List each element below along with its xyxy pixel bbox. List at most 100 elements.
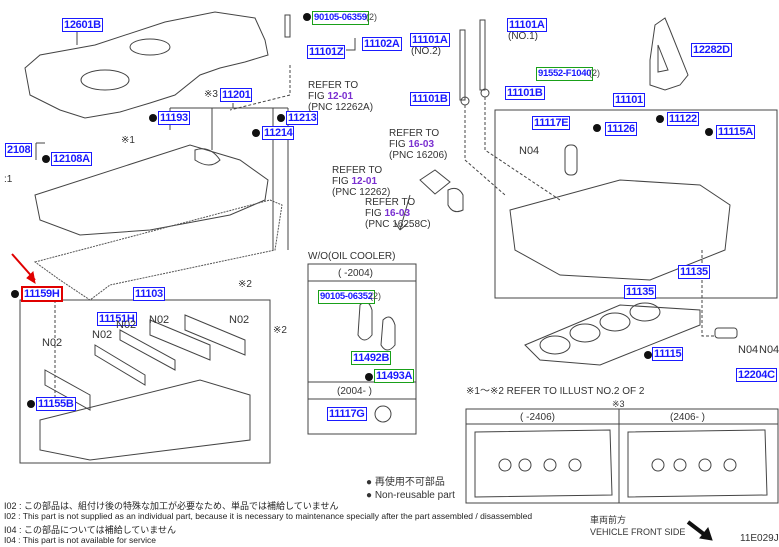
legend-en: ● Non-reusable part bbox=[366, 490, 455, 501]
valve-cover bbox=[34, 144, 269, 236]
note-n02: N02 bbox=[42, 337, 63, 349]
non-reusable-dot bbox=[656, 115, 664, 123]
fig-link[interactable]: 16-03 bbox=[408, 139, 435, 150]
pnc-11122[interactable]: 11122 bbox=[667, 112, 699, 126]
pnc-11126[interactable]: 11126 bbox=[605, 122, 637, 136]
refer-fig-16-03-16206[interactable]: REFER TO FIG 16-03 (PNC 16206) bbox=[389, 128, 447, 161]
non-reusable-dot bbox=[252, 129, 260, 137]
date-range: (2004- ) bbox=[337, 386, 373, 397]
refer-pnc: (PNC 16206) bbox=[389, 150, 448, 161]
pnc-12108A[interactable]: 12108A bbox=[51, 152, 92, 166]
note-n04: N04 bbox=[519, 145, 540, 157]
note-n02: N02 bbox=[92, 329, 113, 341]
pnc-11101Z[interactable]: 11101Z bbox=[307, 45, 346, 59]
pnc-90105-06352[interactable]: 90105-06352 bbox=[318, 290, 375, 304]
refer-label: REFER TO bbox=[332, 165, 383, 176]
refer-illust-note: ※1〜※2 REFER TO ILLUST NO.2 OF 2 bbox=[466, 386, 645, 397]
fig-link[interactable]: 12-01 bbox=[351, 176, 378, 187]
pnc-11214[interactable]: 11214 bbox=[262, 126, 295, 140]
pnc-11155B[interactable]: 11155B bbox=[36, 397, 76, 411]
pnc-12601B[interactable]: 12601B bbox=[62, 18, 103, 32]
refer-fig-16-03-16258C[interactable]: REFER TO FIG 16-03 (PNC 16258C) bbox=[365, 197, 431, 230]
pnc-11213[interactable]: 11213 bbox=[286, 111, 319, 125]
fig-prefix: FIG bbox=[308, 91, 328, 102]
cylinder-head-gasket bbox=[524, 304, 701, 366]
pnc-11115A[interactable]: 11115A bbox=[716, 125, 755, 139]
camshaft-housing bbox=[39, 379, 251, 461]
cylinder-head bbox=[509, 179, 731, 281]
non-reusable-dot bbox=[277, 114, 285, 122]
quantity: (2) bbox=[589, 68, 600, 78]
pnc-11115[interactable]: 11115 bbox=[652, 347, 684, 361]
front-jp: 車両前方 bbox=[590, 515, 627, 525]
pnc-11493A[interactable]: 11493A bbox=[374, 369, 415, 383]
non-reusable-dot bbox=[149, 114, 157, 122]
pnc-11101A-no1[interactable]: 11101A bbox=[507, 18, 547, 32]
non-reusable-dot bbox=[42, 155, 50, 163]
non-reusable-dot bbox=[705, 128, 713, 136]
fig-link[interactable]: 16-03 bbox=[384, 208, 411, 219]
mark-2: ※2 bbox=[273, 325, 287, 336]
pnc-12282D[interactable]: 12282D bbox=[691, 43, 732, 57]
non-reusable-dot bbox=[303, 13, 311, 21]
note-i02-jp: I02 : この部品は、組付け後の特殊な加工が必要なため、単品では補給していませ… bbox=[4, 501, 339, 511]
note-n02: N02 bbox=[116, 319, 137, 331]
pnc-11101B[interactable]: 11101B bbox=[410, 92, 450, 106]
non-reusable-dot bbox=[644, 351, 652, 359]
mark-1: ※1 bbox=[121, 135, 135, 146]
pnc-11492B[interactable]: 11492B bbox=[351, 351, 392, 365]
pnc-11117E[interactable]: 11117E bbox=[532, 116, 571, 130]
fig-prefix: FIG bbox=[332, 176, 352, 187]
non-reusable-dot bbox=[27, 400, 35, 408]
refer-pnc: (PNC 12262) bbox=[332, 187, 391, 198]
refer-label: REFER TO bbox=[308, 80, 359, 91]
pnc-11135[interactable]: 11135 bbox=[624, 285, 656, 299]
pnc-11103[interactable]: 11103 bbox=[133, 287, 165, 301]
non-reusable-dot bbox=[593, 124, 601, 132]
pnc-12204C[interactable]: 12204C bbox=[736, 368, 777, 382]
note-i04-en: I04 : This part is not available for ser… bbox=[4, 535, 156, 545]
non-reusable-dot bbox=[365, 373, 373, 381]
pnc-2108[interactable]: 2108 bbox=[5, 143, 33, 157]
note-n02: N02 bbox=[149, 314, 170, 326]
refer-fig-12-01-12262A[interactable]: REFER TO FIG 12-01 (PNC 12262A) bbox=[308, 80, 373, 113]
valve-cover-gasket bbox=[33, 199, 283, 301]
pnc-11102A[interactable]: 11102A bbox=[362, 37, 402, 51]
pnc-11101B[interactable]: 11101B bbox=[505, 86, 545, 100]
pnc-11159H-highlighted[interactable]: 11159H bbox=[21, 286, 63, 302]
mark-1: :1 bbox=[4, 174, 13, 185]
pnc-11117G[interactable]: 11117G bbox=[327, 407, 367, 421]
bolt-no2-label: (NO.2) bbox=[411, 46, 441, 57]
quantity: (2) bbox=[370, 291, 381, 301]
bolt-no1-label: (NO.1) bbox=[508, 31, 538, 42]
fig-link[interactable]: 12-01 bbox=[327, 91, 354, 102]
fig-prefix: FIG bbox=[389, 139, 409, 150]
front-en: VEHICLE FRONT SIDE bbox=[590, 527, 686, 537]
pnc-90105-06359[interactable]: 90105-06359 bbox=[312, 11, 369, 25]
legend-jp: ● 再使用不可部品 bbox=[366, 477, 445, 488]
pnc-11193[interactable]: 11193 bbox=[158, 111, 190, 125]
pnc-11151H[interactable]: 11151H bbox=[97, 312, 137, 326]
note-n04: N04 bbox=[738, 344, 759, 356]
pnc-11101[interactable]: 11101 bbox=[613, 93, 645, 107]
note-i04-jp: I04 : この部品については補給していません bbox=[4, 525, 177, 535]
quantity: (2) bbox=[366, 12, 377, 22]
date-range: ( -2004) bbox=[338, 268, 374, 279]
engine-hanger bbox=[649, 17, 689, 91]
date-range: ( -2406) bbox=[520, 412, 556, 423]
refer-fig-12-01-12262[interactable]: REFER TO FIG 12-01 (PNC 12262) bbox=[332, 165, 390, 198]
pnc-11201[interactable]: 11201 bbox=[220, 88, 253, 102]
front-direction-arrow bbox=[686, 520, 707, 537]
date-range: (2406- ) bbox=[670, 412, 706, 423]
diagram-code: 11E029J bbox=[740, 533, 779, 544]
non-reusable-dot bbox=[11, 290, 19, 298]
pnc-91552-F1040[interactable]: 91552-F1040 bbox=[536, 67, 594, 81]
note-i02-en: I02 : This part is not supplied as an in… bbox=[4, 511, 533, 521]
pnc-11101A-no2[interactable]: 11101A bbox=[410, 33, 450, 47]
variant-title: W/O(OIL COOLER) bbox=[308, 251, 396, 262]
pnc-11135[interactable]: 11135 bbox=[678, 265, 710, 279]
engine-cover bbox=[24, 11, 269, 119]
note-n02: N02 bbox=[229, 314, 250, 326]
